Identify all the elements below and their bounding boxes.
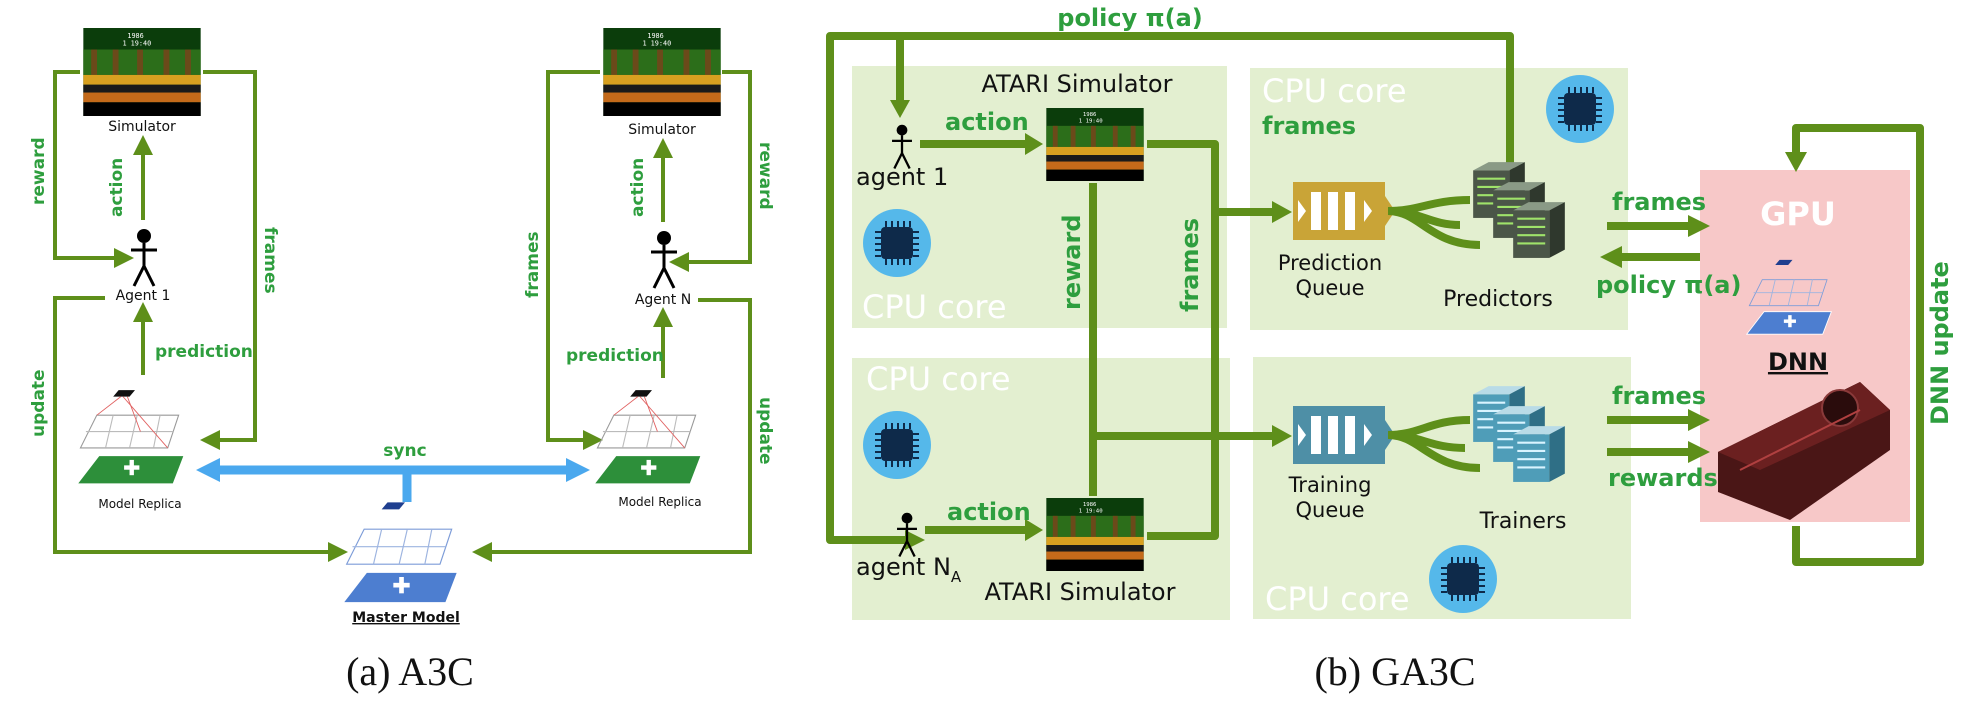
cpu-chip-icon-3 bbox=[1545, 74, 1615, 144]
cpu-core-4-label: CPU core bbox=[1265, 580, 1410, 618]
prediction-queue-icon bbox=[1293, 182, 1395, 240]
rewards-train-arrowhead bbox=[1688, 441, 1710, 463]
atari-sim-bottom-screen bbox=[1046, 498, 1144, 571]
action-bottom-arrowhead bbox=[1025, 519, 1043, 541]
frames-right-label: frames bbox=[523, 231, 543, 298]
atari-sim-bottom-label: ATARI Simulator bbox=[985, 578, 1176, 606]
frames-to-training-arrowhead bbox=[1272, 425, 1292, 447]
reward-label-ga3c: reward bbox=[1058, 215, 1086, 311]
cpu-chip-icon-2 bbox=[862, 410, 932, 480]
sync-arrow-right bbox=[566, 458, 590, 482]
action-top-arrowhead bbox=[1025, 133, 1043, 155]
predictor-server-3 bbox=[1512, 201, 1566, 259]
trainer-server-3 bbox=[1512, 425, 1566, 483]
action-bottom-label: action bbox=[947, 498, 1031, 526]
cpu-core-3-label: CPU core bbox=[1262, 72, 1407, 110]
cpu-core-2-label: CPU core bbox=[866, 360, 1011, 398]
atari-sim-top-label: ATARI Simulator bbox=[982, 70, 1173, 98]
reward-left-label: reward bbox=[29, 137, 49, 205]
simulator-right-label: Simulator bbox=[628, 122, 696, 138]
dnn-update-label: DNN update bbox=[1926, 261, 1954, 425]
model-replica-right-icon bbox=[593, 389, 702, 485]
reward-right-arrow bbox=[669, 70, 752, 272]
training-queue-label-2: Queue bbox=[1296, 498, 1365, 522]
model-replica-left-icon bbox=[76, 389, 185, 485]
simulator-left-screen bbox=[83, 28, 201, 116]
agent-1-icon bbox=[129, 228, 159, 288]
training-queue-label-1: Training bbox=[1288, 473, 1372, 497]
caption-ga3c: (b) GA3C bbox=[1314, 649, 1475, 694]
cpu-core-frames-label: frames bbox=[1262, 112, 1356, 140]
frames-left-label: frames bbox=[260, 227, 280, 294]
master-model-label: Master Model bbox=[352, 610, 460, 626]
frames-vertical-label: frames bbox=[1176, 218, 1204, 312]
model-replica-left-label: Model Replica bbox=[98, 497, 181, 511]
gpu-label: GPU bbox=[1760, 195, 1836, 233]
dnn-label: DNN bbox=[1768, 348, 1828, 376]
cpu-core-1-label: CPU core bbox=[862, 288, 1007, 326]
policy-top-label: policy π(a) bbox=[1057, 4, 1202, 32]
agent-1-label-ga3c: agent 1 bbox=[856, 163, 948, 191]
cpu-chip-icon-1 bbox=[862, 208, 932, 278]
prediction-left-label: prediction bbox=[155, 342, 253, 362]
dnn-update-arrowhead bbox=[1785, 152, 1807, 172]
frames-train-arrowhead bbox=[1688, 409, 1710, 431]
prediction-queue-label-1: Prediction bbox=[1278, 251, 1382, 275]
frames-left-arrow bbox=[200, 70, 257, 450]
frames-to-gpu-arrowhead bbox=[1688, 215, 1710, 237]
update-left-arrow bbox=[53, 296, 348, 562]
prediction-queue-label-2: Queue bbox=[1296, 276, 1365, 300]
predictors-label: Predictors bbox=[1443, 287, 1553, 312]
a3c-panel: Simulator Simulator Agent 1 Agent N rewa… bbox=[29, 28, 775, 694]
frames-collector-line bbox=[1147, 140, 1219, 540]
cpu-chip-icon-4 bbox=[1428, 544, 1498, 614]
cpu-core-bottom-left-box bbox=[852, 358, 1230, 620]
update-right-arrow bbox=[472, 298, 752, 562]
policy-from-gpu-label: policy π(a) bbox=[1596, 271, 1741, 299]
action-top-label: action bbox=[945, 108, 1029, 136]
agent-n-label: Agent N bbox=[635, 292, 691, 308]
gpu-card-icon bbox=[1718, 382, 1890, 520]
master-model-icon bbox=[342, 501, 459, 604]
dnn-update-loop-arrow bbox=[1792, 124, 1924, 566]
sync-label: sync bbox=[383, 441, 426, 461]
agent-1-label: Agent 1 bbox=[116, 288, 171, 304]
policy-loop-arrow bbox=[826, 32, 1514, 544]
update-left-label: update bbox=[29, 369, 49, 437]
caption-a3c: (a) A3C bbox=[346, 649, 474, 694]
sync-arrow-left bbox=[196, 458, 220, 482]
policy-from-gpu-arrowhead bbox=[1600, 246, 1622, 268]
agent-n-icon bbox=[649, 230, 679, 290]
frames-to-prediction-arrowhead bbox=[1272, 201, 1292, 223]
update-right-label: update bbox=[755, 397, 775, 465]
cpu-core-top-left-box bbox=[852, 66, 1227, 328]
action-left-label: action bbox=[107, 158, 127, 217]
action-right-label: action bbox=[628, 158, 648, 217]
simulator-right-screen bbox=[603, 28, 721, 116]
trainers-label: Trainers bbox=[1479, 509, 1567, 534]
ga3c-panel: CPU core CPU core CPU core frames CPU co… bbox=[826, 4, 1954, 694]
simulator-left-label: Simulator bbox=[108, 119, 176, 135]
frames-to-gpu-label: frames bbox=[1612, 188, 1706, 216]
atari-sim-top-screen bbox=[1046, 108, 1144, 181]
frames-train-label: frames bbox=[1612, 382, 1706, 410]
model-replica-right-label: Model Replica bbox=[618, 495, 701, 509]
rewards-train-label: rewards bbox=[1608, 464, 1718, 492]
queue-to-trainers-arrows bbox=[1387, 416, 1481, 472]
prediction-right-label: prediction bbox=[566, 346, 664, 366]
frames-right-arrow bbox=[546, 70, 603, 450]
training-queue-icon bbox=[1293, 406, 1395, 464]
policy-drop-arrowhead bbox=[890, 100, 910, 118]
agent-na-label: agent NA bbox=[856, 553, 962, 586]
reward-left-arrow bbox=[53, 70, 134, 268]
queue-to-predictors-arrows bbox=[1387, 196, 1481, 249]
reward-right-label: reward bbox=[755, 142, 775, 210]
